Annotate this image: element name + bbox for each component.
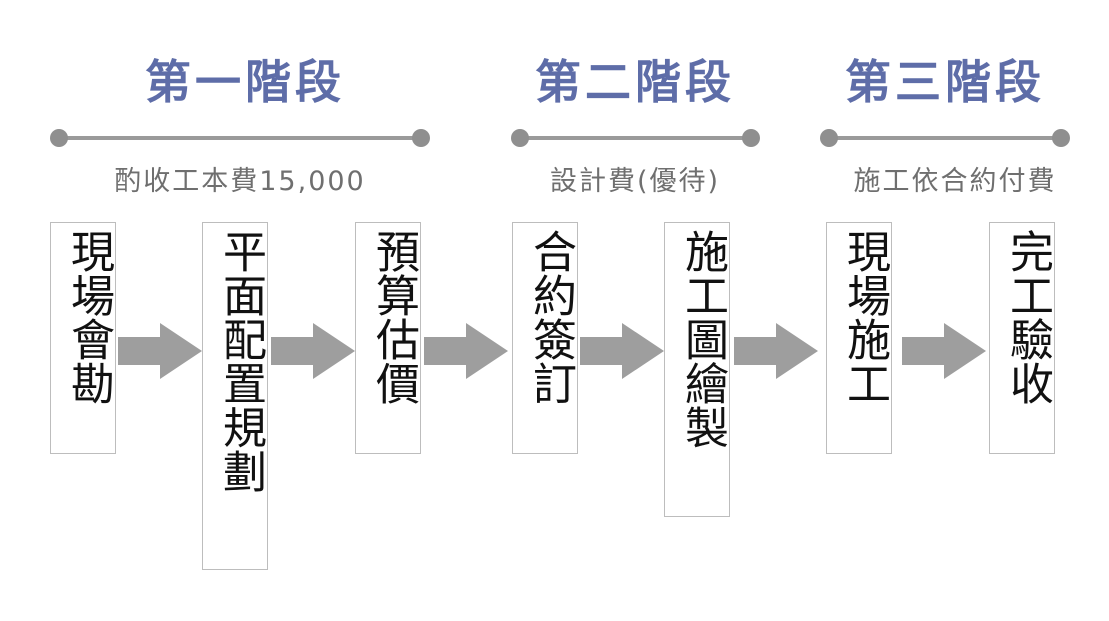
right-arrow-icon — [118, 323, 202, 379]
right-arrow-icon — [580, 323, 664, 379]
stage-3-payment: 施工依合約付費 — [853, 166, 1057, 197]
step-box-budget-estimate: 預算估價 — [355, 222, 421, 454]
stage-1-title: 第一階段 — [145, 55, 345, 109]
step-label: 現場施工 — [839, 229, 890, 405]
stage-1-timeline — [50, 129, 430, 147]
stage-2-title: 第二階段 — [535, 55, 735, 109]
step-box-contract-signing: 合約簽訂 — [512, 222, 578, 454]
timeline-line — [829, 136, 1061, 140]
right-arrow-icon — [734, 323, 818, 379]
circle-dot-icon — [50, 129, 68, 147]
right-arrow-icon — [424, 323, 508, 379]
right-arrow-icon — [271, 323, 355, 379]
step-label: 合約簽訂 — [525, 229, 576, 405]
step-box-floor-plan: 平面配置規劃 — [202, 222, 268, 570]
step-label: 現場會勘 — [63, 229, 114, 405]
step-box-construction-drawings: 施工圖繪製 — [664, 222, 730, 517]
circle-dot-icon — [742, 129, 760, 147]
stage-2-timeline — [511, 129, 760, 147]
timeline-line — [59, 136, 421, 140]
circle-dot-icon — [412, 129, 430, 147]
stage-1-payment: 酌收工本費15,000 — [114, 166, 366, 197]
circle-dot-icon — [820, 129, 838, 147]
stage-3-timeline — [820, 129, 1070, 147]
stage-2-payment: 設計費(優待) — [549, 166, 721, 197]
step-label: 完工驗收 — [1002, 229, 1053, 405]
step-box-site-survey: 現場會勘 — [50, 222, 116, 454]
circle-dot-icon — [511, 129, 529, 147]
step-label: 平面配置規劃 — [215, 229, 266, 493]
timeline-line — [520, 136, 751, 140]
step-label: 施工圖繪製 — [677, 229, 728, 449]
stage-3-title: 第三階段 — [845, 55, 1045, 109]
step-label: 預算估價 — [368, 229, 419, 405]
step-box-onsite-construction: 現場施工 — [826, 222, 892, 454]
circle-dot-icon — [1052, 129, 1070, 147]
right-arrow-icon — [902, 323, 986, 379]
step-box-completion-inspection: 完工驗收 — [989, 222, 1055, 454]
